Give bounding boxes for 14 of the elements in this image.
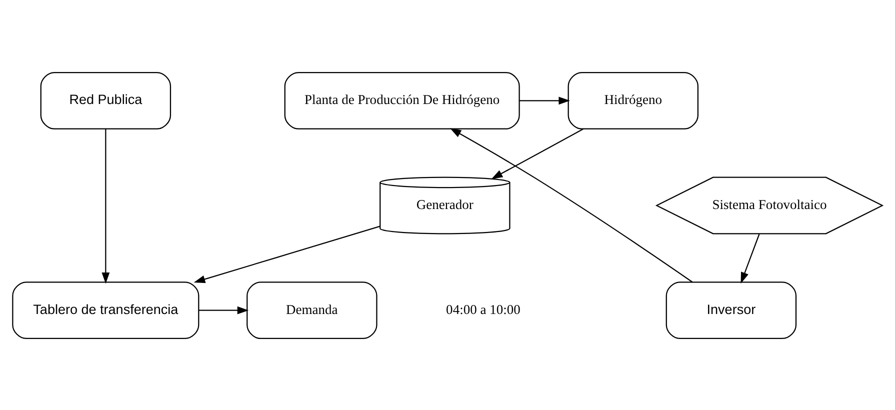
- arrow: [740, 233, 760, 284]
- arrow: [198, 306, 249, 314]
- node-box: Hidrógeno: [568, 71, 698, 129]
- arrow: [194, 225, 380, 283]
- arrow: [450, 128, 693, 282]
- arrow: [519, 96, 570, 104]
- arrow: [102, 128, 110, 284]
- node-box: Demanda: [246, 281, 378, 339]
- node-box: Inversor: [666, 281, 797, 339]
- node-box: Planta de Producción De Hidrógeno: [284, 71, 520, 129]
- arrow: [491, 128, 584, 179]
- label: 04:00 a 10:00: [446, 301, 520, 316]
- node-box: Tablero de transferencia: [12, 281, 200, 339]
- node-box: Red Publica: [40, 71, 172, 129]
